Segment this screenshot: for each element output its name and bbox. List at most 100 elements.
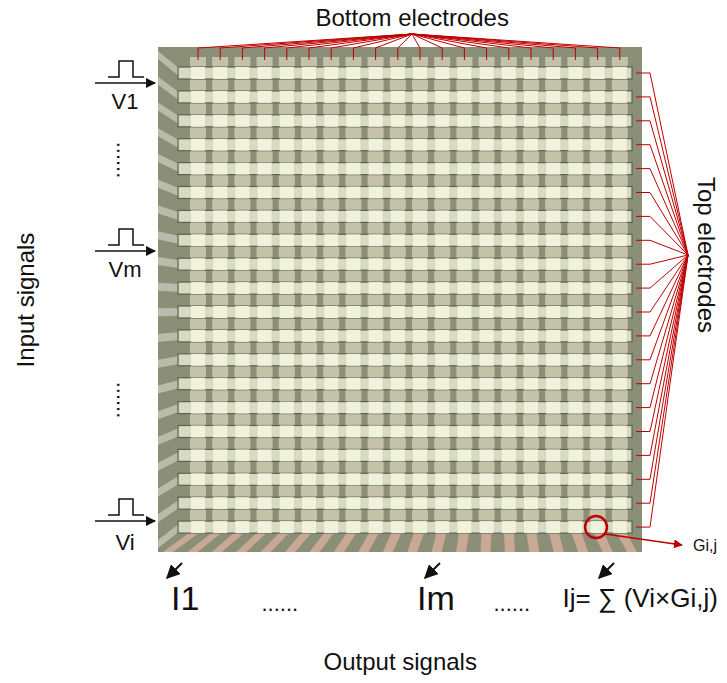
memristor-cell — [324, 91, 338, 103]
bottom-electrode — [612, 57, 628, 530]
memristor-cell — [502, 91, 516, 103]
memristor-cell — [502, 330, 516, 342]
memristor-cell — [502, 449, 516, 461]
memristor-cell — [191, 163, 205, 175]
memristor-cell — [302, 282, 316, 294]
top-electrode — [178, 402, 632, 414]
leader-line — [309, 34, 412, 60]
memristor-cell — [457, 449, 471, 461]
memristor-cell — [391, 163, 405, 175]
contact-pad — [158, 180, 180, 197]
memristor-cell — [369, 91, 383, 103]
memristor-cell — [369, 521, 383, 533]
memristor-cell — [524, 258, 538, 270]
array-heading: Bottom electrodes — [316, 6, 509, 30]
memristor-cell — [346, 306, 360, 318]
memristor-cell — [280, 378, 294, 390]
memristor-cell — [280, 330, 294, 342]
leader-line — [265, 34, 412, 60]
memristor-cell — [191, 426, 205, 438]
memristor-cell — [191, 258, 205, 270]
memristor-cell — [413, 91, 427, 103]
memristor-cell — [546, 282, 560, 294]
memristor-cell — [435, 426, 449, 438]
memristor-cell — [568, 402, 582, 414]
substrate — [158, 47, 642, 552]
memristor-cell — [413, 115, 427, 127]
memristor-cell — [324, 330, 338, 342]
memristor-cell — [613, 402, 627, 414]
bottom-electrode — [590, 57, 606, 530]
memristor-cell — [480, 139, 494, 151]
memristor-cell — [591, 521, 605, 533]
memristor-cell — [591, 91, 605, 103]
memristor-cell — [391, 306, 405, 318]
bottom-electrode — [212, 57, 228, 530]
memristor-cell — [435, 306, 449, 318]
memristor-cell — [546, 115, 560, 127]
memristor-cell — [302, 187, 316, 199]
contact-pad — [158, 257, 180, 268]
pulse-symbol — [108, 61, 144, 77]
memristor-cell — [480, 258, 494, 270]
memristor-cell — [524, 497, 538, 509]
pulse-symbol — [108, 229, 144, 245]
memristor-cell — [369, 306, 383, 318]
leader-line — [636, 97, 688, 255]
memristor-cell — [480, 354, 494, 366]
contact-pad — [158, 356, 180, 368]
contact-pad — [158, 404, 180, 420]
memristor-cell — [591, 210, 605, 222]
memristor-cell — [457, 163, 471, 175]
leader-line — [636, 255, 688, 527]
leader-line — [636, 169, 688, 255]
signal-name: Im — [417, 581, 455, 615]
memristor-cell — [502, 139, 516, 151]
memristor-cell — [191, 187, 205, 199]
memristor-cell — [235, 282, 249, 294]
leader-line — [220, 34, 412, 60]
memristor-cell — [346, 67, 360, 79]
memristor-cell — [480, 378, 494, 390]
memristor-cell — [258, 234, 272, 246]
memristor-cell — [502, 473, 516, 485]
memristor-cell — [346, 426, 360, 438]
memristor-cell — [302, 497, 316, 509]
memristor-cell — [258, 139, 272, 151]
contact-pad — [158, 154, 180, 173]
memristor-cell — [413, 163, 427, 175]
memristor-cell — [413, 67, 427, 79]
memristor-cell — [457, 258, 471, 270]
memristor-cell — [524, 187, 538, 199]
memristor-cell — [280, 473, 294, 485]
memristor-cell — [457, 210, 471, 222]
memristor-cell — [213, 163, 227, 175]
memristor-cell — [613, 449, 627, 461]
leader-line — [242, 34, 412, 60]
memristor-cell — [302, 354, 316, 366]
memristor-cell — [568, 497, 582, 509]
memristor-cell — [457, 402, 471, 414]
memristor-cell — [435, 139, 449, 151]
memristor-cell — [324, 210, 338, 222]
memristor-cell — [369, 163, 383, 175]
memristor-cell — [369, 115, 383, 127]
memristor-cell — [480, 282, 494, 294]
memristor-cell — [502, 306, 516, 318]
memristor-cell — [524, 521, 538, 533]
memristor-cell — [546, 449, 560, 461]
memristor-cell — [324, 402, 338, 414]
memristor-cell — [302, 330, 316, 342]
memristor-cell — [413, 378, 427, 390]
memristor-cell — [480, 521, 494, 533]
leader-line — [636, 73, 688, 255]
memristor-cell — [213, 306, 227, 318]
memristor-cell — [413, 497, 427, 509]
memristor-cell — [280, 139, 294, 151]
memristor-cell — [435, 91, 449, 103]
leader-line — [636, 255, 688, 479]
memristor-cell — [280, 234, 294, 246]
memristor-cell — [568, 115, 582, 127]
memristor-cell — [568, 67, 582, 79]
leader-line — [376, 34, 412, 60]
